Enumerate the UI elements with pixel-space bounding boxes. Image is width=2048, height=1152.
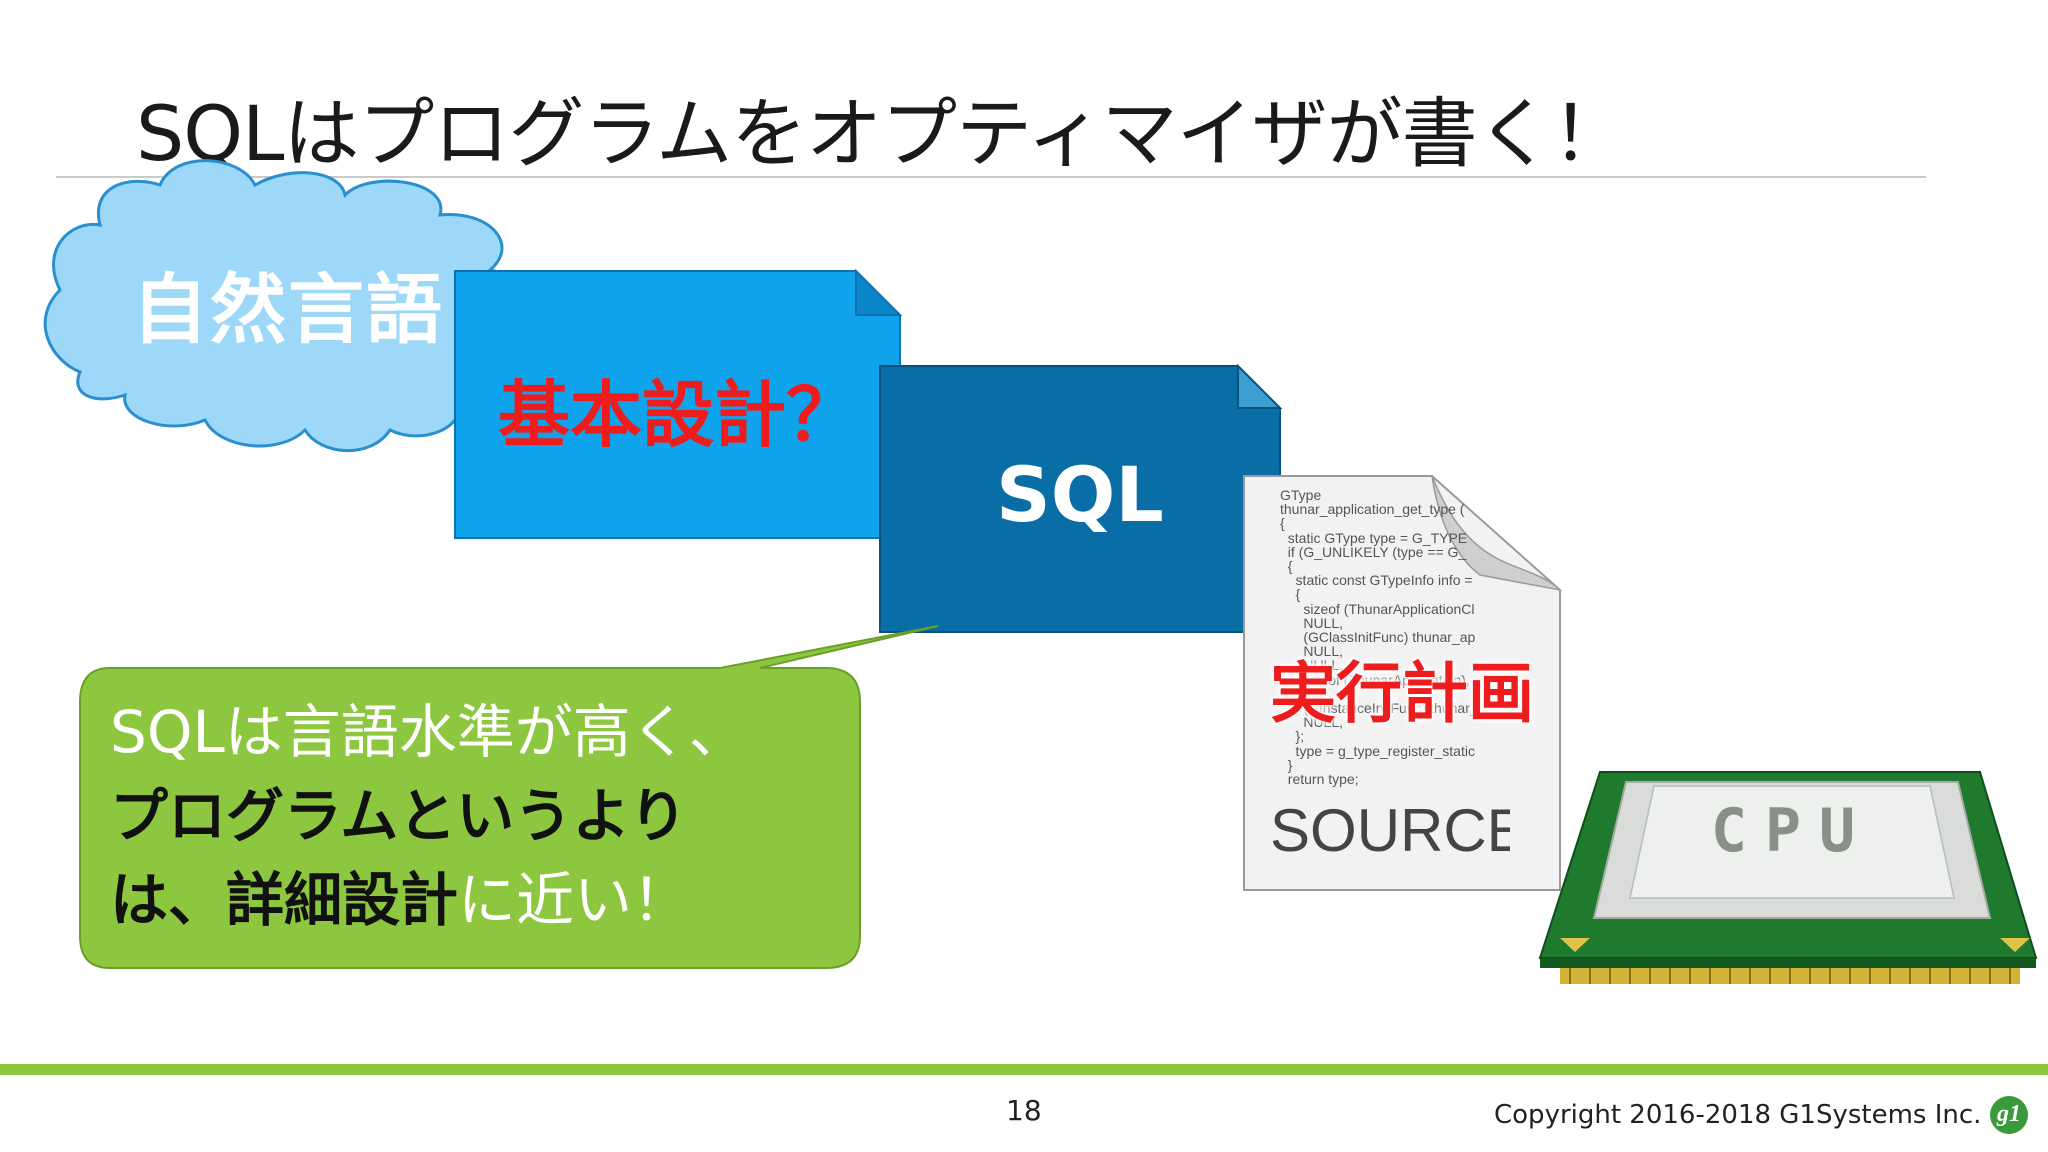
source-code-line: } [1280,786,1475,788]
execution-plan-label: 実行計画 [1270,655,1534,732]
natural-language-cloud [43,159,533,453]
source-code-line: return type; [1280,771,1359,788]
source-code-line: GType [1280,488,1322,503]
source-code-line: (GInstanceInitFunc) thunar_applic [1303,700,1475,717]
callout-line-3-light: に近い！ [458,866,691,934]
g1-logo-icon: g1 [1990,1096,2028,1134]
source-code-line: type = g_type_register_static (G_T [1295,742,1475,759]
callout-line-3: は、詳細設計に近い！ [110,858,747,942]
source-code-line: NULL, [1280,714,1344,731]
source-code-line: NULL, [1280,614,1344,631]
callout-line-1: SQLは言語水準が高く、 [110,698,747,766]
slide-title: SQLはプログラムをオプティマイザが書く！ [136,89,1628,178]
basic-design-label: 基本設計？ [498,373,859,457]
source-code-line: 0, [1280,685,1316,702]
source-word: SOURCE [1270,797,1510,864]
source-code-line: { [1280,515,1285,532]
source-code-line: } [1280,756,1293,773]
page-number: 18 [1006,1094,1042,1127]
source-code-line: }; [1280,728,1305,745]
footer-bar [0,1064,2048,1075]
callout-text: SQLは言語水準が高く、 プログラムというより は、詳細設計に近い！ [110,690,747,942]
source-code-line: static GType type = G_TYPE [1280,529,1468,546]
source-code-line: static const GTypeInfo info = [1280,572,1473,589]
source-code-line: (GClassInitFunc) thunar_applicatio [1303,629,1475,646]
source-code-line: sizeof (ThunarApplication), [1280,671,1470,688]
sql-label: SQL [996,450,1164,539]
source-code-document [1243,475,1563,891]
callout-bubble [79,625,939,969]
callout-line-2: プログラムというより [110,782,688,850]
cpu-chip-image [1538,771,2038,984]
cpu-chip-label: CPU [1710,796,1874,866]
source-code-line: { [1280,586,1301,603]
source-code-line: NULL, [1280,643,1344,660]
source-code-line: thunar_application_get_type ( [1280,501,1465,518]
basic-design-document [454,268,903,539]
source-code-line: NULL, [1280,657,1344,674]
copyright-text: Copyright 2016-2018 G1Systems Inc. [1494,1100,1982,1130]
source-code-line: { [1280,558,1293,575]
natural-language-label: 自然言語 [132,265,444,354]
source-code-line: sizeof (ThunarApplicationClass), [1303,600,1475,617]
title-divider [56,176,1926,178]
source-code-line: if (G_UNLIKELY (type == G_ [1280,543,1467,560]
callout-line-3-bold: は、詳細設計 [110,866,459,934]
